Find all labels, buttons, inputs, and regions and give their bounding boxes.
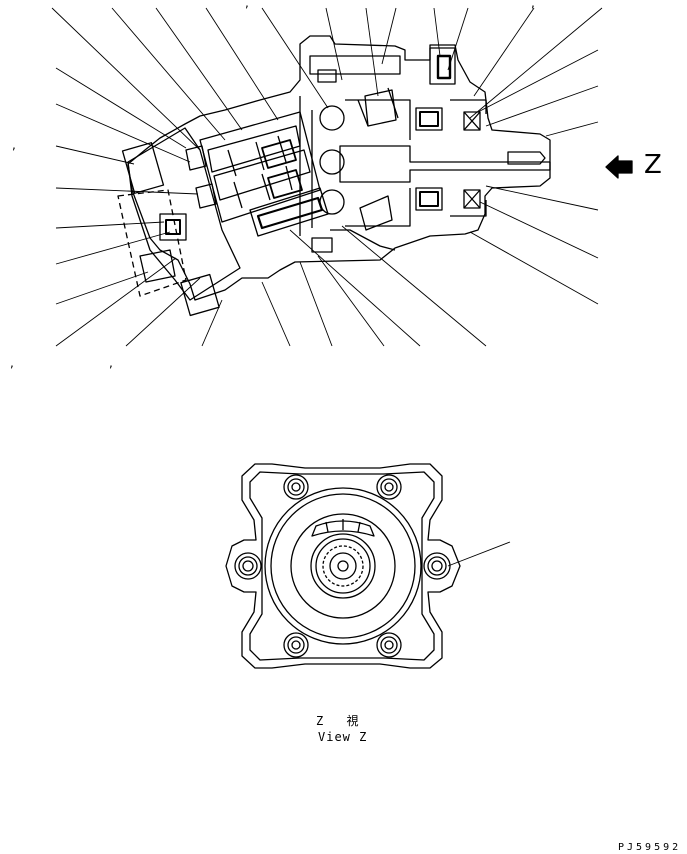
drawing-number: PJ59592 (618, 842, 682, 853)
housing-outline (127, 35, 551, 301)
leader-lines-section (51, 7, 603, 347)
bolt-top-left (283, 474, 309, 500)
bolt-bottom-left (283, 632, 309, 658)
stray-mark: , (245, 0, 249, 10)
shaft-spline-icon (322, 545, 364, 587)
arc-slot (311, 520, 375, 537)
stray-mark: , (12, 138, 16, 152)
stray-mark: , (109, 356, 113, 370)
front-view-z (225, 463, 511, 669)
view-z-label: Z (644, 150, 662, 180)
section-view (117, 35, 551, 317)
port-left (234, 552, 262, 580)
cylinder-block (199, 111, 329, 237)
oil-seal-lower (463, 189, 481, 209)
mounting-flange (225, 463, 461, 669)
oil-seal-upper (463, 111, 481, 131)
view-caption-english: View Z (318, 730, 368, 744)
pilot-boss-outer (264, 487, 422, 645)
stray-mark: , (10, 356, 14, 370)
shaft (339, 145, 551, 183)
view-caption-japanese: Z 視 (316, 714, 367, 728)
port-right (423, 552, 451, 580)
stray-mark: , (531, 0, 535, 10)
view-z-arrow-icon (605, 155, 633, 179)
bolt-bottom-right (376, 632, 402, 658)
bolt-top-right (376, 474, 402, 500)
